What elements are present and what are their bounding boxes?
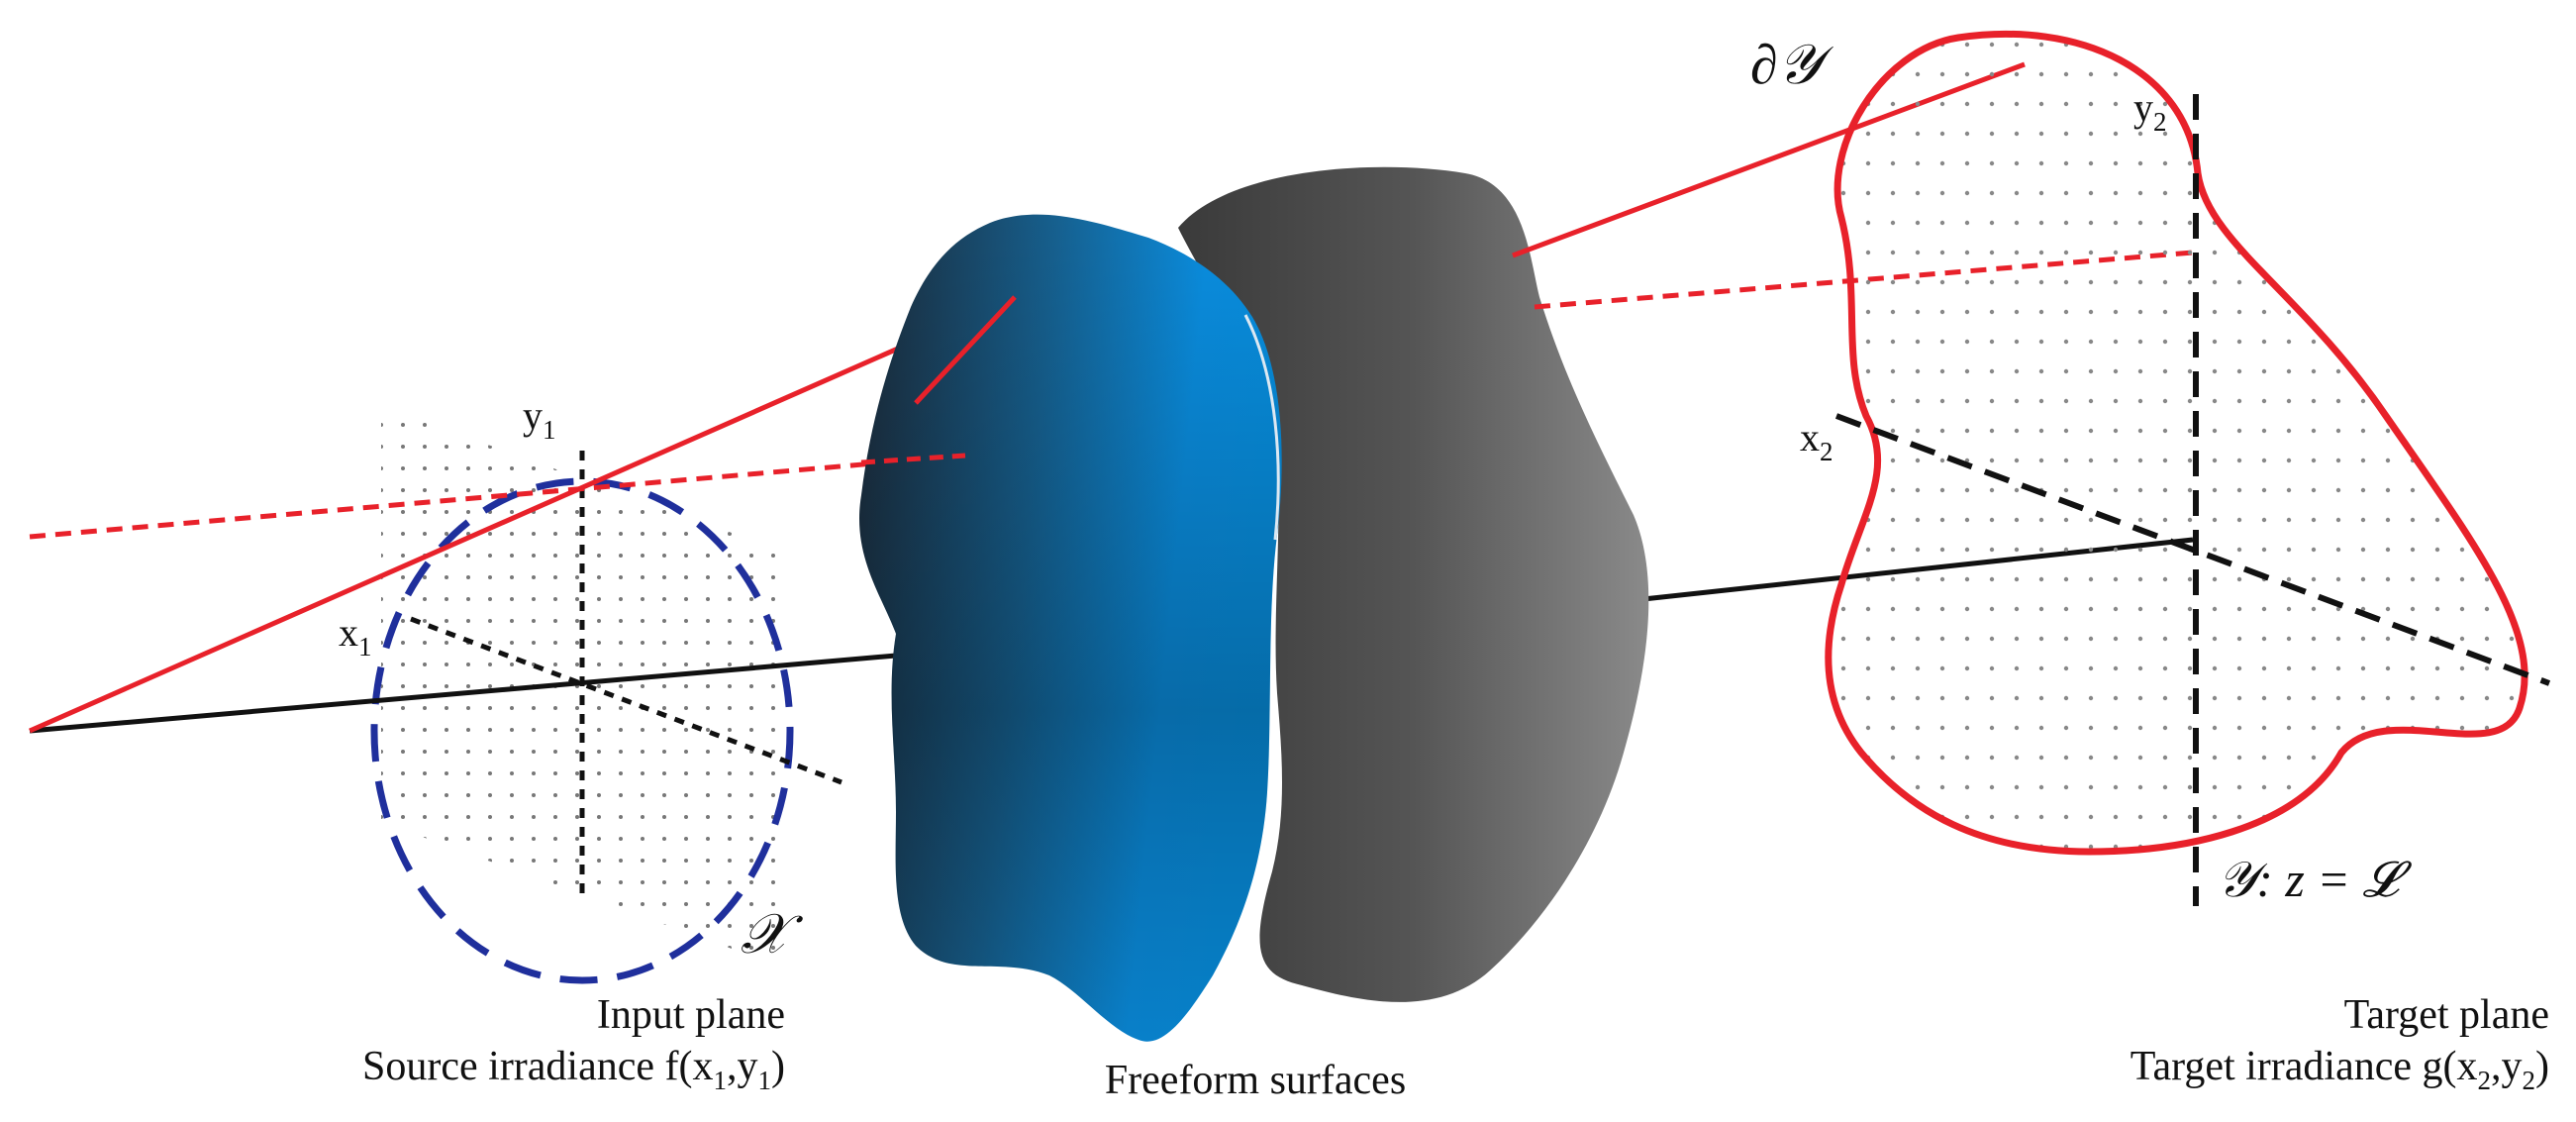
x1-axis-label: x1 (339, 610, 372, 662)
y2-axis-label: y2 (2133, 85, 2167, 137)
ray-solid-incident (28, 294, 1017, 734)
input-plane-caption-2: Source irradiance f(x1,y1) (362, 1044, 785, 1095)
target-boundary-symbol: ∂𝒴 (1750, 35, 1834, 96)
freeform-surfaces (859, 166, 1649, 1042)
x2-axis-label: x2 (1800, 415, 1833, 466)
source-domain-symbol: 𝒳 (741, 904, 804, 966)
input-plane: y1 x1 𝒳 (339, 393, 842, 984)
x1-axis (410, 616, 842, 785)
ray-on-lens-dashed (860, 453, 966, 465)
target-plane-caption-2: Target irradiance g(x2,y2) (2130, 1044, 2549, 1095)
x2-axis (1834, 413, 2551, 686)
input-plane-caption: Input plane (597, 992, 785, 1038)
ray-on-lens-solid (914, 295, 1017, 405)
captions: Input plane Source irradiance f(x1,y1) F… (362, 992, 2549, 1103)
light-rays (28, 294, 1017, 734)
freeform-surface-back (1178, 166, 1649, 1002)
target-boundary (1825, 31, 2528, 856)
target-plane: ∂𝒴 y2 x2 𝒴: z = 𝓛 (1750, 31, 2551, 907)
freeform-caption: Freeform surfaces (1105, 1058, 1406, 1103)
target-plane-caption: Target plane (2344, 992, 2549, 1038)
freeform-surface-front-shade (859, 214, 1282, 1042)
freeform-surface-edge-highlight (1243, 314, 1280, 541)
source-domain-boundary (370, 477, 794, 984)
ray-dashed-incident (29, 453, 966, 540)
y1-axis-label: y1 (523, 393, 556, 445)
optical-axis-left (29, 651, 920, 734)
target-plane-equation: 𝒴: z = 𝓛 (2218, 852, 2413, 907)
